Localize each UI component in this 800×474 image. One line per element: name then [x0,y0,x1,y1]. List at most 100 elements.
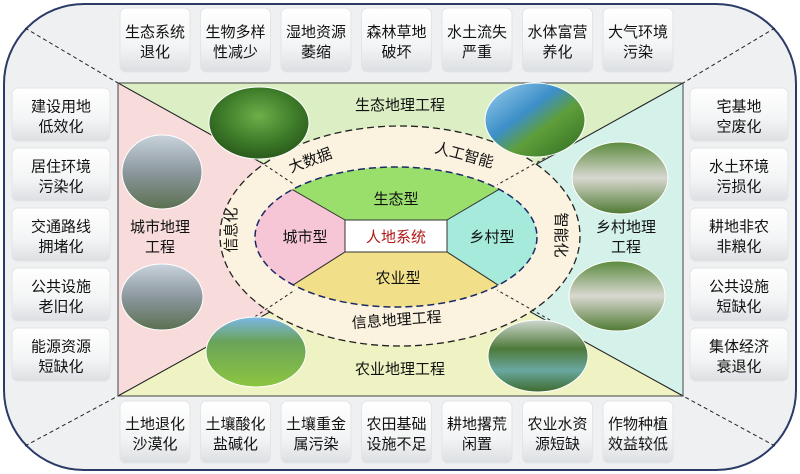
problem-text-line: 短缺化 [38,358,83,376]
corner-diagonals [24,27,776,447]
problem-text-line: 土地退化 [125,415,185,433]
problem-text-line: 耕地非农 [709,218,769,236]
box-background [689,327,789,382]
problem-text-line: 短缺化 [716,298,761,316]
box-background [11,267,111,322]
problem-text-line: 建设用地 [31,98,91,116]
problem-text-line: 污损化 [716,178,761,196]
problem-text-line: 老旧化 [38,298,83,316]
box-background [11,207,111,262]
problem-text-line: 生态系统 [125,23,185,41]
problem-text-line: 大气环境 [608,23,668,41]
box-background [280,400,352,464]
core-box [344,219,448,253]
problem-text-line: 闲置 [462,435,492,453]
problem-text-line: 衰退化 [716,358,761,376]
reservoir-photo [487,319,589,393]
box-background [602,7,674,73]
forest-photo [208,86,310,160]
problem-text-line: 公共设施 [31,278,91,296]
problem-text-line: 萎缩 [301,43,331,61]
problem-text-line: 拥堵化 [38,238,83,256]
box-background [441,400,513,464]
problem-text-line: 破坏 [381,43,411,61]
problem-text-line: 土壤重金 [286,415,346,433]
box-background [689,87,789,142]
box-background [119,400,191,464]
problem-text-line: 水土流失 [447,23,507,41]
problem-text-line: 养化 [542,43,572,61]
ring-diagonals [249,154,551,321]
ecological-type-label: 生态型 [373,190,418,208]
box-background [522,400,593,464]
box-background [689,267,789,322]
urban-engineering-label-1: 城市地理 [130,218,190,236]
problem-text-line: 设施不足 [366,435,426,453]
box-background [441,7,513,73]
rural-engineering-label-1: 乡村地理 [596,218,656,236]
problem-text-line: 污染化 [38,178,83,196]
problem-text-line: 效益较低 [608,435,668,453]
ecological-engineering-label: 生态地理工程 [355,96,445,114]
city-photo-2 [120,263,204,331]
problem-text-line: 农田基础 [366,415,426,433]
box-background [522,7,593,73]
box-background [689,147,789,202]
problem-boxes: 生态系统退化生物多样性减少湿地资源萎缩森林草地破坏水土流失严重水体富营养化大气环… [11,7,789,464]
box-background [11,147,111,202]
problem-text-line: 污染 [623,43,653,61]
problem-text-line: 属污染 [293,435,338,453]
urban-engineering-label-2: 工程 [145,238,175,256]
box-background [200,400,271,464]
problem-text-line: 非粮化 [716,238,761,256]
human-land-system-label: 人地系统 [366,228,426,246]
problem-text-line: 性减少 [213,43,258,61]
intelligentization-label: 智能化 [552,212,570,257]
problem-text-line: 源短缺 [535,435,580,453]
agricultural-engineering-label: 农业地理工程 [355,360,445,378]
problem-text-line: 农业水资 [527,415,587,433]
problem-text-line: 耕地撂荒 [447,415,507,433]
agricultural-type-label: 农业型 [375,269,420,287]
informatization-label: 信息化 [222,207,240,252]
village-photo [571,141,669,215]
problem-text-line: 居住环境 [31,158,91,176]
problem-text-line: 集体经济 [709,338,769,356]
farmland-photo [205,316,307,388]
problem-text-line: 交通路线 [31,218,91,236]
box-background [280,7,352,73]
problem-text-line: 退化 [140,43,170,61]
village-photo-2 [568,260,666,332]
photos [120,82,669,393]
box-background [689,207,789,262]
problem-text-line: 宅基地 [716,98,761,116]
problem-text-line: 水体富营 [527,23,587,41]
problem-text-line: 空废化 [716,118,761,136]
box-background [361,7,432,73]
city-photo [121,134,203,210]
problem-text-line: 公共设施 [709,278,769,296]
rural-type-label: 乡村型 [469,228,514,246]
wetland-photo [484,82,586,158]
problem-text-line: 湿地资源 [286,23,346,41]
